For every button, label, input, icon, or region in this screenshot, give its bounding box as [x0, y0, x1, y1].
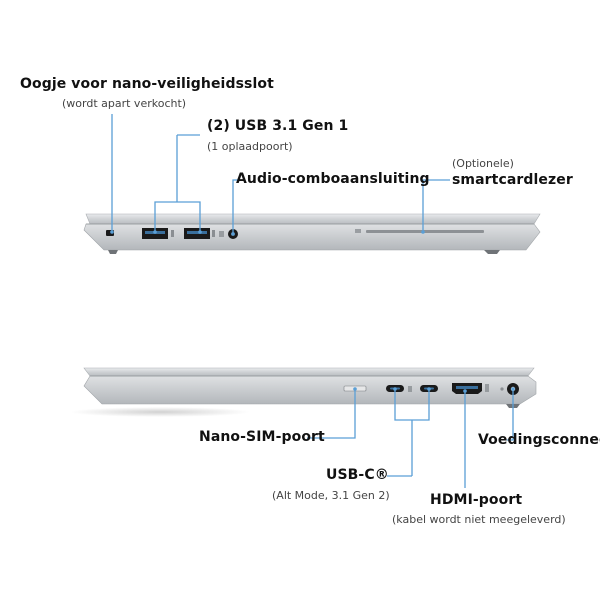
power-label: Voedingsconnector [478, 432, 600, 448]
nano-lock-note: (wordt apart verkocht) [62, 97, 187, 110]
smartcard-label: smartcardlezer [452, 172, 573, 188]
laptop-foot [484, 250, 500, 254]
laptop-right-side [70, 367, 537, 488]
smartcard-slot [366, 230, 484, 233]
callout-lines-top [111, 114, 450, 234]
callout-lines-bottom [307, 389, 514, 488]
usb31-label: (2) USB 3.1 Gen 1 [207, 118, 349, 134]
smartcard-note: (Optionele) [452, 157, 514, 170]
usbc-note: (Alt Mode, 3.1 Gen 2) [272, 489, 390, 502]
nano-sim-label: Nano-SIM-poort [199, 429, 325, 445]
usbc-label: USB-C® [326, 467, 389, 483]
laptop-foot [108, 250, 118, 254]
laptop-left-side [83, 114, 541, 254]
nano-lock-label: Oogje voor nano-veiligheidsslot [20, 76, 274, 92]
laptop-lid [85, 213, 541, 225]
hdmi-label: HDMI-poort [430, 492, 523, 508]
laptop-lid [83, 367, 535, 377]
usb31-note: (1 oplaadpoort) [207, 140, 293, 153]
audio-label: Audio-comboaansluiting [236, 171, 430, 187]
laptop-base [83, 375, 537, 405]
hdmi-note: (kabel wordt niet meegeleverd) [392, 513, 566, 526]
